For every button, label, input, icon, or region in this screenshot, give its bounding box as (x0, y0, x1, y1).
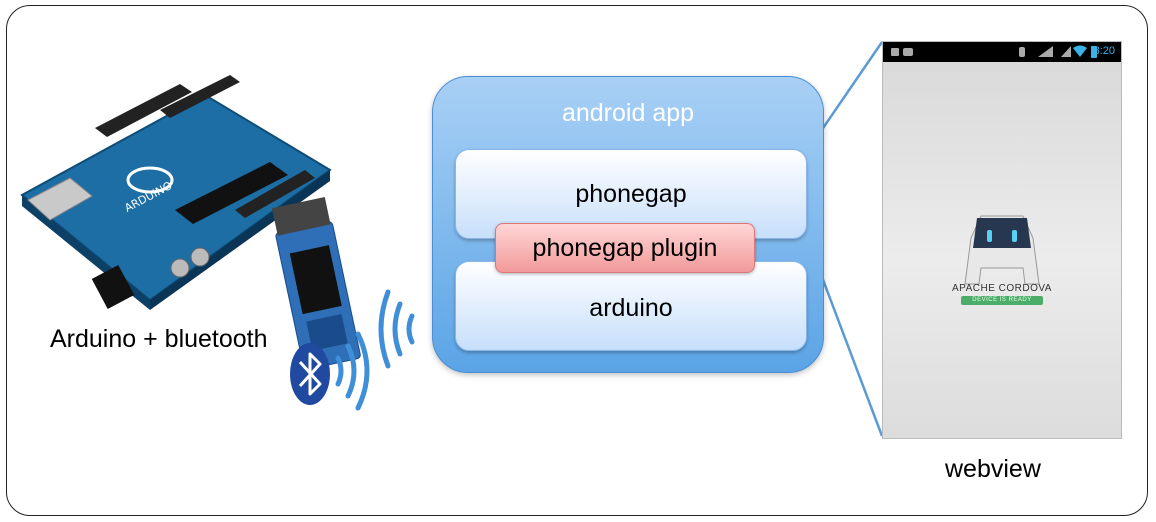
battery-icon (1091, 46, 1097, 58)
wifi-icon (1073, 45, 1087, 57)
signal-icon (1019, 46, 1071, 57)
arduino-board-icon: ARDUINO (20, 75, 332, 310)
arduino-layer: arduino (455, 261, 807, 351)
phone-screen: 8:20 APACHE CORDOVA DEVICE IS READY (882, 41, 1122, 439)
bluetooth-module-icon (271, 196, 361, 370)
wireless-waves-icon (378, 289, 415, 369)
clock: 8:20 (1093, 45, 1115, 57)
cordova-name: APACHE CORDOVA (952, 283, 1052, 294)
android-app-box: android app phonegap arduino phonegap pl… (432, 76, 824, 373)
status-bar: 8:20 (883, 42, 1121, 62)
wireless-waves-icon (335, 331, 370, 411)
android-app-title: android app (561, 99, 695, 127)
arduino-bluetooth-label: Arduino + bluetooth (50, 325, 268, 353)
webview-label: webview (945, 455, 1041, 483)
device-ready-badge: DEVICE IS READY (961, 296, 1043, 305)
cordova-logo-icon (964, 215, 1040, 285)
bluetooth-icon (290, 343, 330, 405)
usb-icon (891, 48, 913, 56)
phonegap-plugin-layer: phonegap plugin (495, 223, 755, 273)
